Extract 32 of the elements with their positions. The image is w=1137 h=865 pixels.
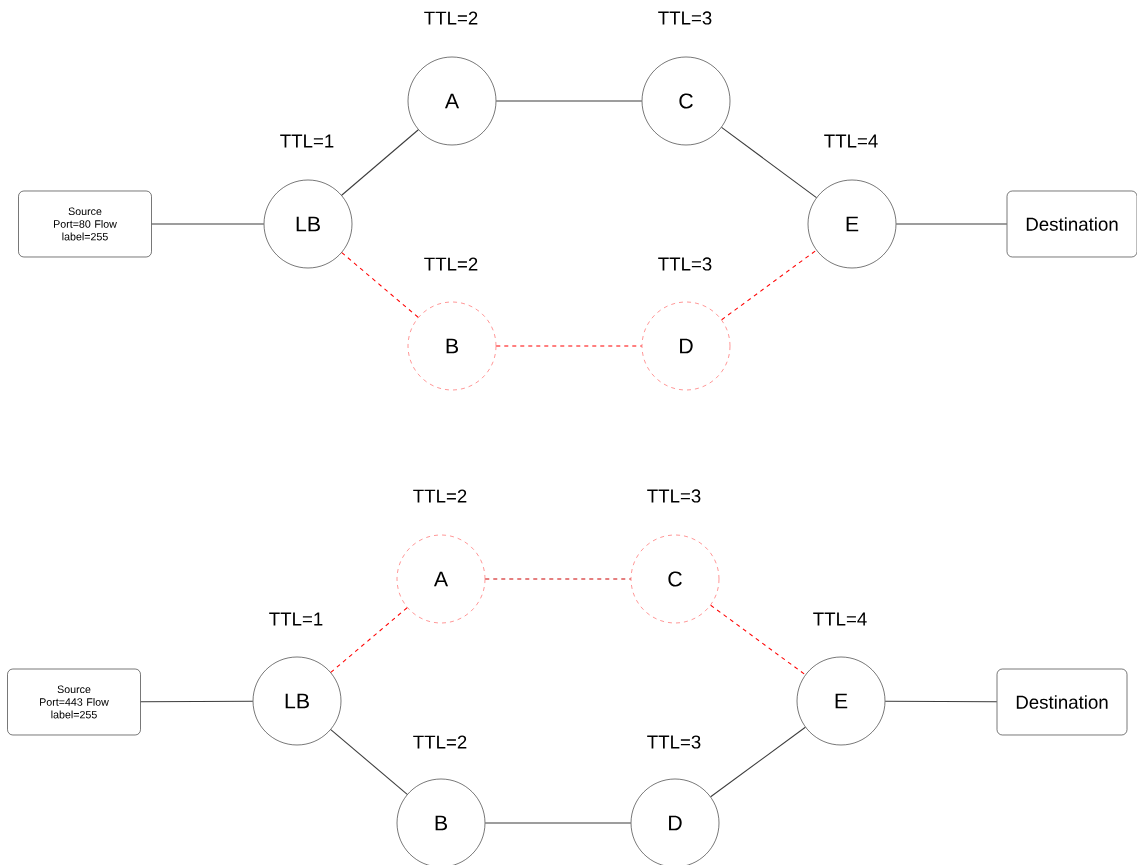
- connector-line: [330, 607, 408, 673]
- ttl-label: TTL=3: [658, 257, 712, 271]
- ttl-label: TTL=1: [269, 612, 323, 626]
- ttl-label: TTL=3: [658, 11, 712, 25]
- connector-line: [721, 126, 817, 199]
- source-box: Source Port=443 Flow label=255: [7, 668, 141, 736]
- destination-box: Destination: [996, 668, 1128, 736]
- ttl-label: TTL=2: [413, 489, 467, 503]
- ttl-label: TTL=2: [413, 735, 467, 749]
- connector-line: [495, 345, 643, 347]
- connector-line: [140, 700, 254, 703]
- connector-line: [895, 223, 1008, 225]
- ttl-label: TTL=3: [647, 489, 701, 503]
- connector-line: [484, 578, 632, 580]
- connector-line: [710, 726, 806, 798]
- connector-line: [495, 100, 643, 102]
- destination-box: Destination: [1006, 190, 1137, 258]
- connector-line: [484, 822, 632, 824]
- ttl-label: TTL=4: [824, 134, 878, 148]
- connector-line: [341, 129, 419, 196]
- ttl-label: TTL=2: [424, 257, 478, 271]
- ttl-label: TTL=2: [424, 11, 478, 25]
- ttl-label: TTL=3: [647, 735, 701, 749]
- connector-line: [341, 252, 419, 318]
- ttl-label: TTL=4: [813, 612, 867, 626]
- connector-line: [710, 604, 806, 676]
- connector-line: [151, 223, 265, 225]
- connector-line: [721, 249, 817, 321]
- connector-line: [884, 700, 998, 703]
- ttl-label: TTL=1: [280, 134, 334, 148]
- source-box: Source Port=80 Flow label=255: [18, 190, 152, 258]
- connector-line: [330, 729, 408, 795]
